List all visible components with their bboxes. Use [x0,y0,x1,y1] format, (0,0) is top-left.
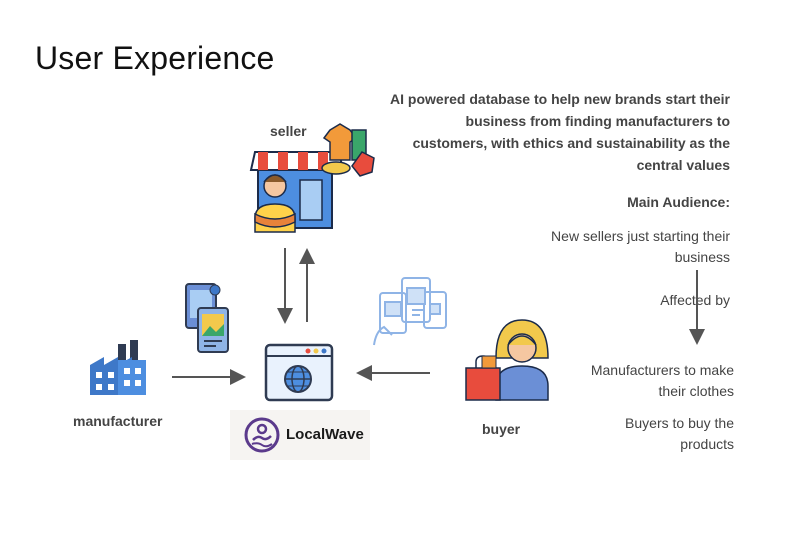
audience-heading: Main Audience: [627,194,730,210]
buyer-label: buyer [482,421,521,437]
tablet-images-icon [185,283,229,353]
affected-buyers: Buyers to buy the products [625,415,734,452]
localwave-logo: LocalWave [230,410,370,460]
shop-seller-icon [249,123,375,233]
affected-label: Affected by [660,292,730,308]
description-text: AI powered database to help new brands s… [390,91,730,173]
localwave-logo-icon [244,417,280,453]
manufacturer-label: manufacturer [73,413,163,429]
seller-label: seller [270,123,307,139]
mobile-shopping-icon [373,277,447,346]
factory-icon [90,340,146,395]
shopper-icon [465,319,549,401]
web-browser-globe-icon [264,343,334,402]
brand-name: LocalWave [286,426,364,443]
audience-primary: New sellers just starting their business [551,228,730,265]
affected-manufacturers: Manufacturers to make their clothes [590,362,734,399]
slide-title: User Experience [35,40,275,76]
